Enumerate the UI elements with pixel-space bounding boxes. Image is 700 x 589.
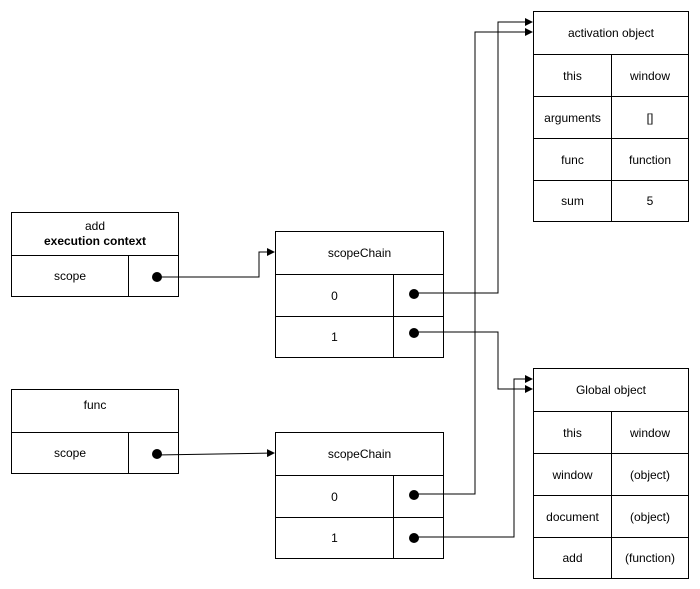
- scope-chain-add-row-1: 1: [331, 330, 338, 344]
- global-row-0-key: this: [563, 425, 582, 440]
- scope-chain-add-title: scopeChain: [327, 246, 392, 260]
- global-row-1-value: (object): [629, 467, 670, 482]
- func-context-name: func: [83, 398, 107, 412]
- scope-chain-func-dot-1: [409, 533, 419, 543]
- activation-row-3-key: sum: [561, 194, 584, 208]
- scope-chain-add-dot-1: [409, 328, 419, 338]
- global-object-title: Global object: [575, 383, 647, 397]
- global-row-3-key: add: [562, 551, 583, 565]
- activation-row-0-key: this: [563, 68, 582, 83]
- activation-object-box: activation object this window arguments …: [533, 11, 689, 222]
- scope-chain-add-dot-0: [409, 289, 419, 299]
- scope-chain-func-row-0: 0: [331, 489, 338, 504]
- activation-row-3-value: 5: [646, 194, 654, 208]
- activation-row-1-key: arguments: [544, 110, 601, 125]
- func-context-scope-label: scope: [53, 446, 87, 460]
- arrow-add-scope-to-scope-chain: [156, 248, 275, 278]
- scope-chain-add-box: scopeChain 0 1: [275, 231, 444, 358]
- activation-row-0-value: window: [629, 68, 671, 83]
- scope-chain-func-box: scopeChain 0 1: [275, 432, 444, 559]
- scope-chain-func-title: scopeChain: [327, 447, 392, 461]
- scope-chain-func-row-1: 1: [331, 531, 338, 545]
- global-row-2-key: document: [546, 509, 599, 524]
- add-context-name: add: [84, 219, 106, 233]
- add-context-subtitle: execution context: [43, 234, 147, 248]
- global-row-2-value: (object): [629, 509, 670, 524]
- activation-object-title: activation object: [567, 26, 655, 40]
- func-scope-pointer-dot: [152, 449, 162, 459]
- add-context-scope-label: scope: [53, 269, 87, 283]
- arrow-add-chain-0-to-activation: [413, 18, 533, 294]
- add-context-header: add execution context: [12, 213, 178, 255]
- arrow-add-chain-1-to-global: [413, 331, 533, 393]
- global-row-0-value: window: [629, 425, 671, 440]
- global-row-3-value: (function): [624, 551, 676, 565]
- scope-chain-func-dot-0: [409, 490, 419, 500]
- global-row-1-key: window: [552, 467, 593, 482]
- activation-row-2-key: func: [561, 152, 584, 167]
- activation-row-2-value: function: [628, 152, 672, 167]
- arrow-func-chain-0-to-activation: [413, 28, 533, 495]
- arrow-func-chain-1-to-global: [413, 375, 533, 538]
- func-context-box: func scope: [11, 389, 179, 474]
- global-object-box: Global object this window window (object…: [533, 368, 689, 579]
- scope-chain-add-row-0: 0: [331, 288, 338, 303]
- activation-row-1-value: []: [646, 110, 654, 125]
- arrow-func-scope-to-scope-chain: [155, 449, 275, 458]
